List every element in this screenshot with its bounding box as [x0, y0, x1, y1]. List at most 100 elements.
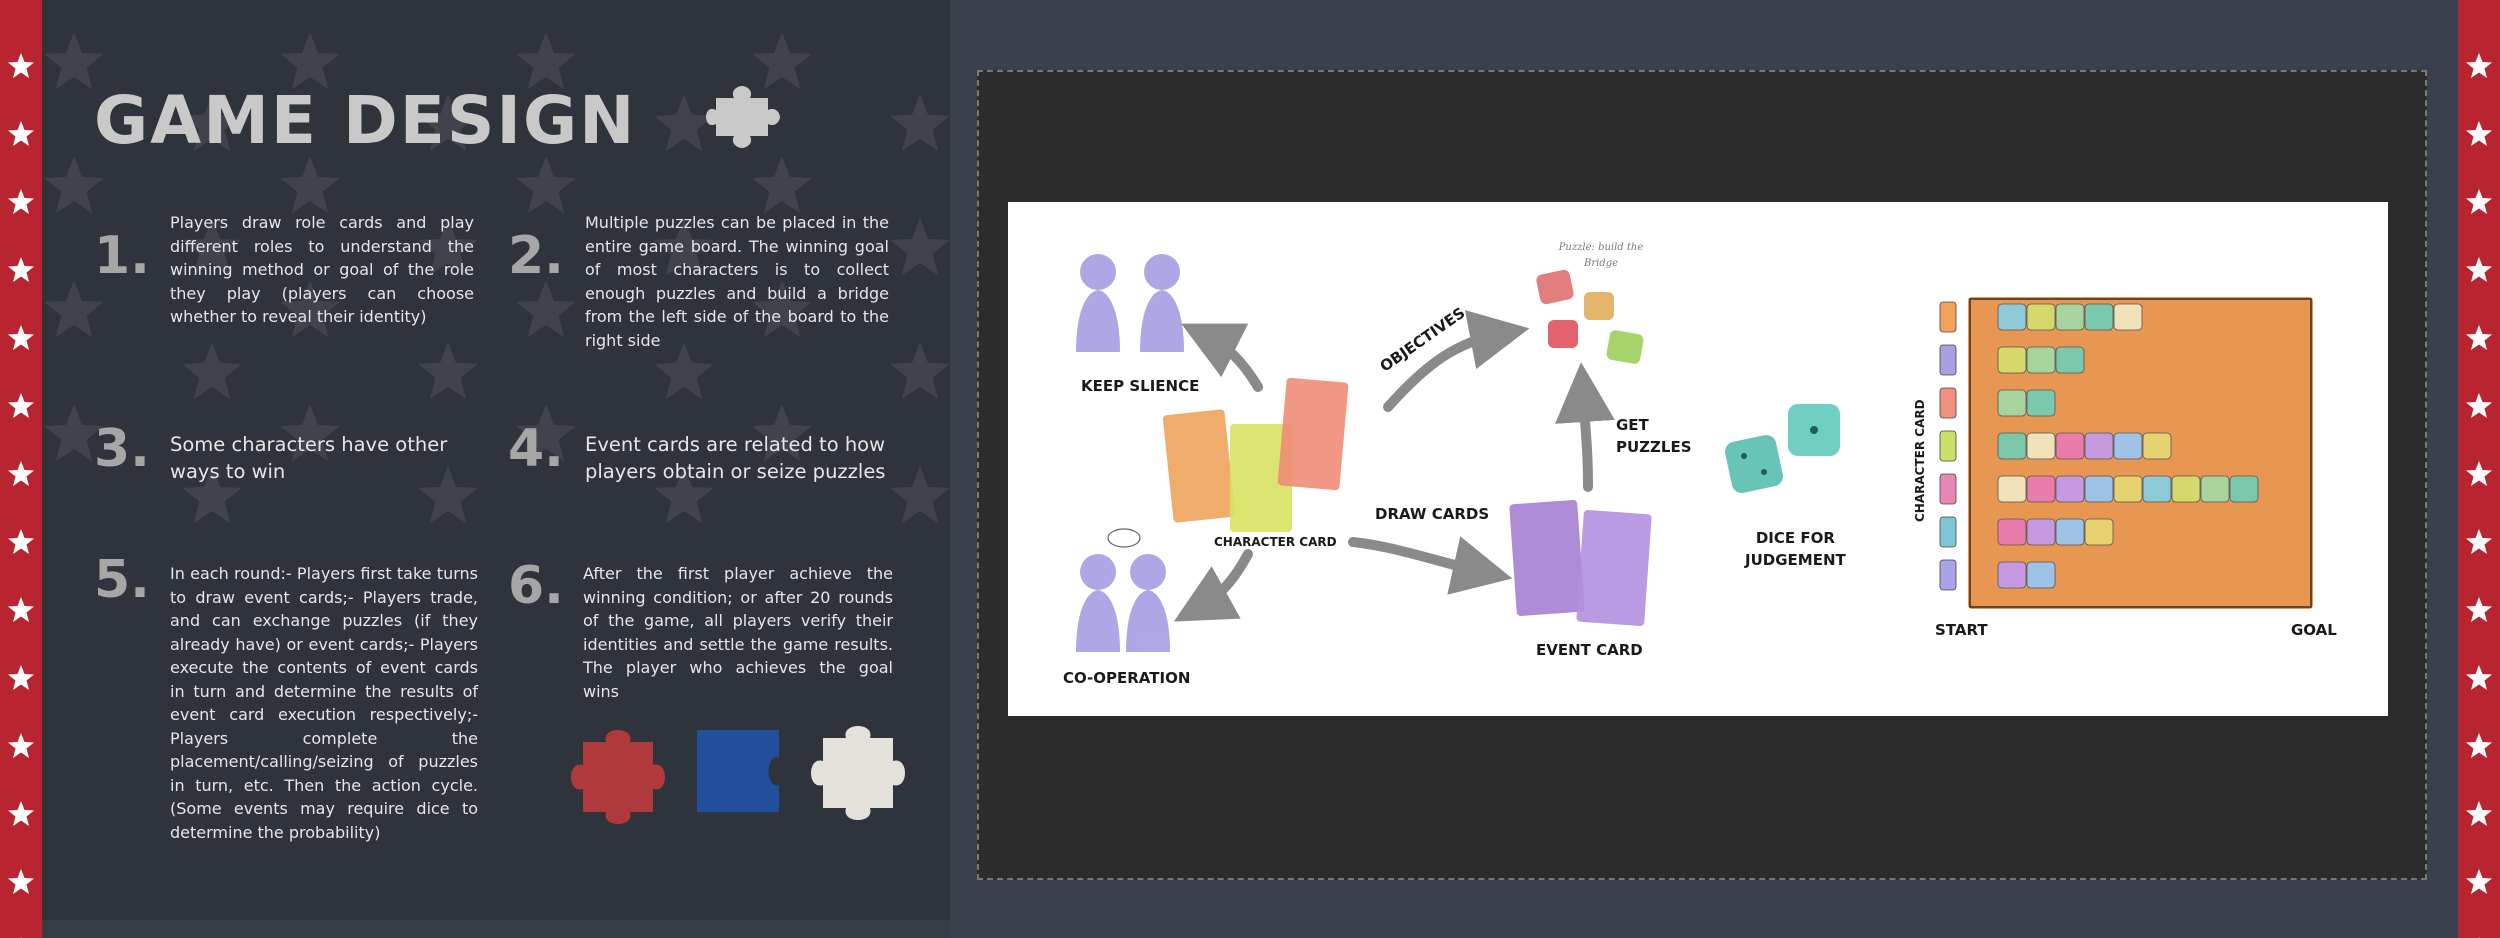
- board-character-card: [1939, 387, 1957, 419]
- border-star-icon: [8, 597, 34, 622]
- border-star-icon: [2466, 53, 2492, 78]
- border-star-icon: [2466, 257, 2492, 282]
- border-star-icon: [2466, 325, 2492, 350]
- diagram-illustration: [1076, 254, 2313, 652]
- border-star-icon: [2466, 733, 2492, 758]
- background-star-icon: [654, 342, 714, 400]
- board-puzzle-piece: [2229, 475, 2259, 503]
- board-puzzle-piece: [1997, 346, 2027, 374]
- border-star-icon: [2466, 801, 2492, 826]
- event-cards-icon: [1509, 500, 1652, 626]
- background-star-icon: [418, 94, 478, 152]
- board-puzzle-piece: [2026, 346, 2056, 374]
- background-star-icon: [44, 156, 104, 214]
- background-star-icon: [182, 342, 242, 400]
- board-puzzle-piece: [2055, 518, 2085, 546]
- board-character-card: [1939, 559, 1957, 591]
- background-star-icon: [182, 466, 242, 524]
- background-star-icon: [280, 156, 340, 214]
- border-star-icon: [2466, 393, 2492, 418]
- background-star-icon: [890, 218, 950, 276]
- background-star-icon: [752, 32, 812, 90]
- step-text-6: After the first player achieve the winni…: [583, 564, 893, 701]
- right-star-border: [2458, 0, 2500, 938]
- board-puzzle-piece: [2055, 303, 2085, 331]
- border-star-icon: [2466, 869, 2492, 894]
- board-puzzle-piece: [2055, 346, 2085, 374]
- border-star-icon: [2466, 461, 2492, 486]
- silent-pawns-icon: [1076, 254, 1184, 352]
- board-puzzle-piece: [2026, 389, 2056, 417]
- background-star-icon: [752, 156, 812, 214]
- background-star-icon: [418, 342, 478, 400]
- board-character-card: [1939, 301, 1957, 333]
- dice-icon: [1725, 404, 1840, 493]
- background-star-icon: [516, 32, 576, 90]
- border-star-icon: [8, 53, 34, 78]
- board-puzzle-piece: [2055, 432, 2085, 460]
- border-star-icon: [8, 869, 34, 894]
- puzzle-pile-icon: [1536, 269, 1644, 364]
- background-star-icon: [418, 466, 478, 524]
- background-star-icon: [280, 32, 340, 90]
- character-cards-icon: [1162, 377, 1349, 532]
- keep-silence-label: KEEP SLIENCE: [1081, 377, 1200, 395]
- background-star-icon: [44, 404, 104, 462]
- border-star-icon: [2466, 529, 2492, 554]
- board-puzzle-piece: [1997, 475, 2027, 503]
- background-star-icon: [280, 404, 340, 462]
- background-star-icon: [752, 404, 812, 462]
- border-star-icon: [2466, 597, 2492, 622]
- board-puzzle-piece: [2142, 432, 2172, 460]
- board-puzzle-piece: [2055, 475, 2085, 503]
- board-character-card: [1939, 344, 1957, 376]
- background-star-icon: [182, 94, 242, 152]
- step-number-2: 2.: [508, 226, 564, 286]
- co-operation-label: CO-OPERATION: [1063, 669, 1191, 687]
- step-text-4: Event cards are related to how players o…: [585, 433, 886, 483]
- board-puzzle-piece: [2084, 518, 2114, 546]
- board-character-card: [1939, 430, 1957, 462]
- board-puzzle-piece: [2026, 432, 2056, 460]
- board-puzzle-piece: [1997, 303, 2027, 331]
- background-star-icon: [890, 94, 950, 152]
- puzzle-handwritten-note: Puzzle: build the Bridge: [1558, 242, 1644, 269]
- white-puzzle-piece-icon: [811, 726, 905, 820]
- game-flow-diagram: KEEP SLIENCE CO-OPERATION CHARACTER CARD…: [1008, 202, 2388, 716]
- character-card-label: CHARACTER CARD: [1214, 535, 1337, 549]
- event-card-label: EVENT CARD: [1536, 641, 1643, 659]
- background-star-icon: [182, 218, 242, 276]
- background-star-icon: [516, 156, 576, 214]
- background-star-icon: [516, 280, 576, 338]
- get-puzzles-label: GET PUZZLES: [1616, 416, 1692, 456]
- background-star-icon: [654, 218, 714, 276]
- background-star-icon: [44, 32, 104, 90]
- background-star-icon: [516, 404, 576, 462]
- red-puzzle-piece-icon: [571, 730, 665, 824]
- step-number-4: 4.: [508, 419, 564, 479]
- border-star-icon: [8, 461, 34, 486]
- game-board: [1939, 297, 2313, 609]
- board-puzzle-piece: [2113, 303, 2143, 331]
- board-character-card: [1939, 516, 1957, 548]
- background-star-icon: [752, 280, 812, 338]
- board-puzzle-piece: [1997, 432, 2027, 460]
- border-star-icon: [8, 529, 34, 554]
- puzzle-piece-icon: [706, 86, 780, 148]
- board-puzzle-piece: [2142, 475, 2172, 503]
- board-puzzle-piece: [2026, 561, 2056, 589]
- step-text-1: Players draw role cards and play differe…: [170, 213, 474, 326]
- board-puzzle-piece: [2084, 303, 2114, 331]
- board-puzzle-piece: [1997, 518, 2027, 546]
- board-character-card-label: CHARACTER CARD: [1913, 399, 1927, 522]
- page-title: GAME DESIGN: [94, 82, 637, 159]
- step-number-1: 1.: [94, 226, 150, 286]
- board-puzzle-piece: [2084, 475, 2114, 503]
- board-puzzle-piece: [2171, 475, 2201, 503]
- step-number-5: 5.: [94, 550, 150, 610]
- board-puzzle-piece: [2200, 475, 2230, 503]
- start-label: START: [1935, 621, 1988, 639]
- border-star-icon: [8, 733, 34, 758]
- flow-arrows: [1173, 310, 1615, 622]
- board-puzzle-piece: [2026, 518, 2056, 546]
